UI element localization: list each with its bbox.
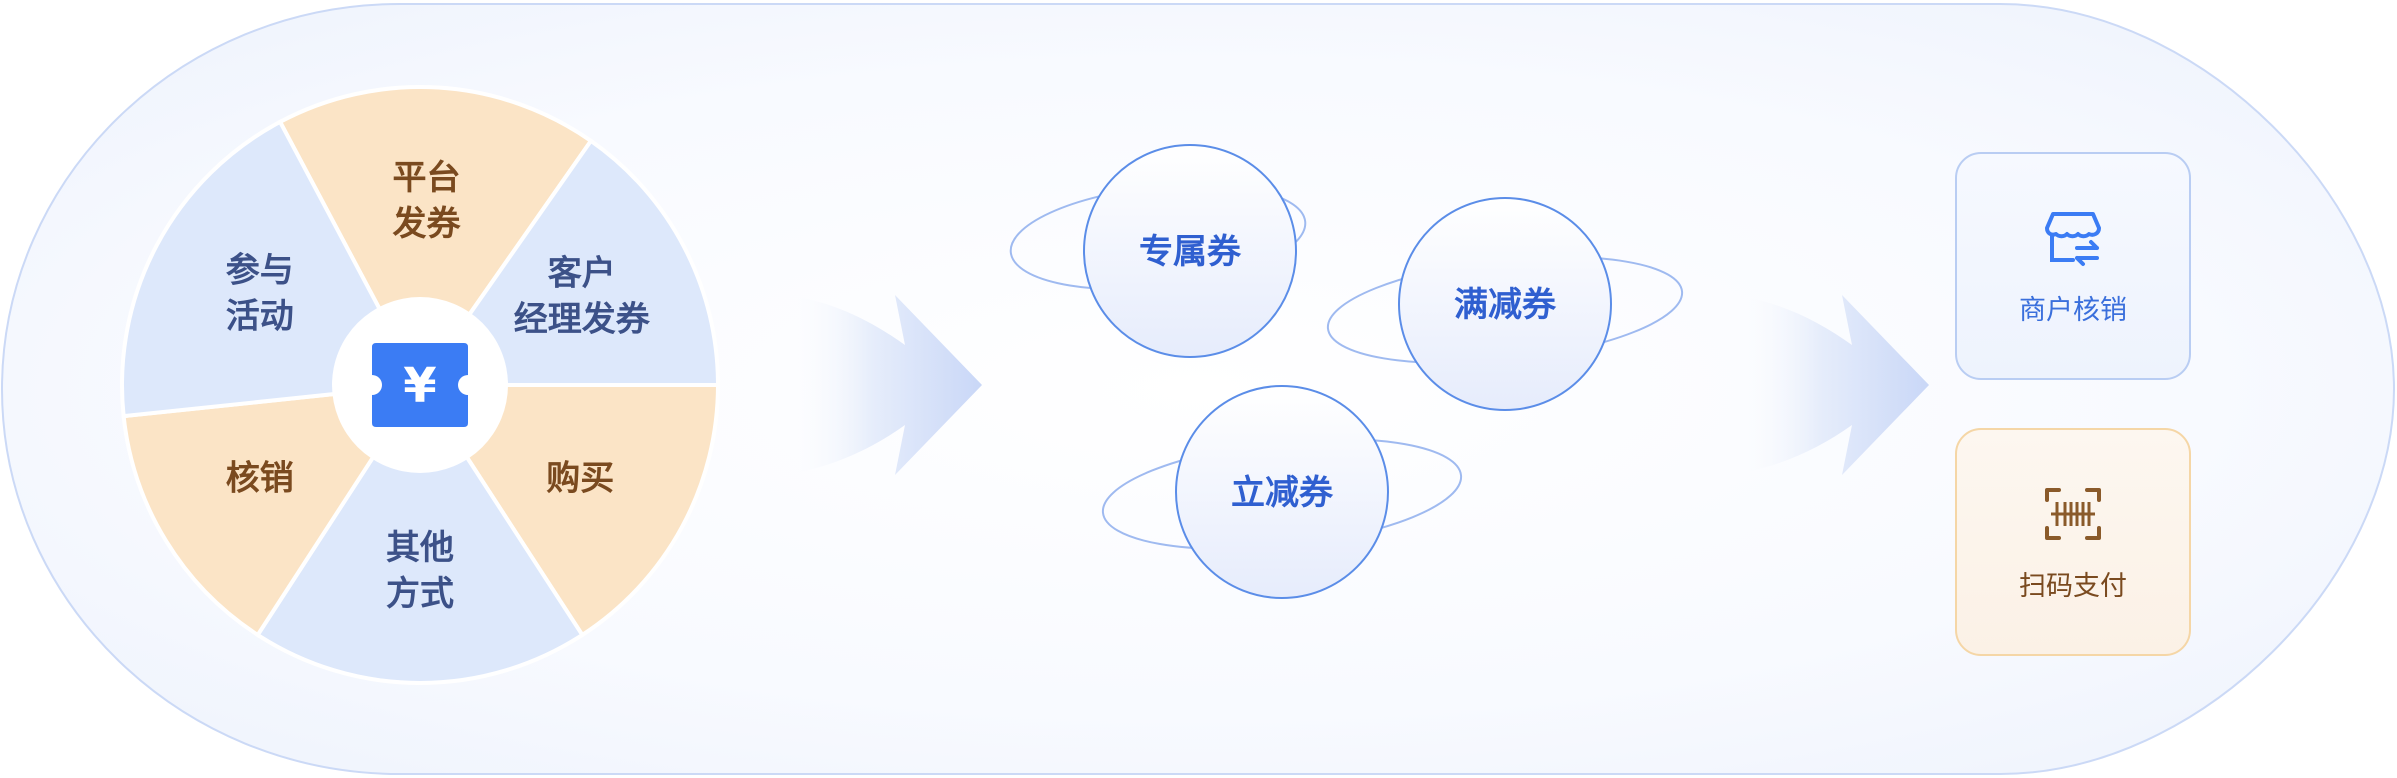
yuan-symbol: ¥ (403, 358, 436, 414)
wheel-label-purchase: 购买 (546, 459, 614, 499)
coupon-exclusive: 专属券 (1009, 144, 1307, 358)
coupon-full-reduction: 满减券 (1326, 197, 1684, 411)
planet-circle (1083, 144, 1297, 358)
planet-circle (1175, 385, 1389, 599)
wheel-label-line: 其他 (386, 528, 454, 568)
storefront-exchange-icon (2045, 211, 2101, 266)
flow-arrow-1 (783, 295, 982, 475)
wheel-label-line: 活动 (226, 297, 294, 337)
wheel-label-activity: 参与活动 (226, 251, 294, 337)
wheel-label-line: 经理发券 (514, 299, 651, 339)
wheel-segment-redeem (121, 382, 424, 638)
wheel-segment-manager (416, 138, 721, 387)
flow-arrow-2 (1730, 295, 1929, 475)
wheel-label-line: 方式 (386, 574, 454, 614)
coupon-instant-reduction: 立减券 (1101, 385, 1463, 599)
coupon-yuan-icon (372, 343, 468, 427)
planet-circle (1398, 197, 1612, 411)
wheel-label-line: 平台 (392, 158, 460, 198)
wheel-segment-other (254, 381, 586, 685)
coupon-label: 满减券 (1454, 285, 1557, 325)
wheel-label-line: 参与 (226, 251, 294, 291)
method-label: 扫码支付 (2019, 570, 2127, 602)
wheel-label-line: 购买 (546, 459, 614, 499)
wheel-segment-purchase (416, 383, 721, 638)
wheel-label-manager: 客户经理发券 (514, 253, 651, 339)
coupon-label: 专属券 (1139, 232, 1242, 272)
wheel-label-other: 其他方式 (386, 528, 454, 614)
method-label: 商户核销 (2019, 294, 2127, 326)
barcode-scan-icon (2045, 487, 2101, 540)
wheel-label-redeem: 核销 (226, 459, 294, 499)
method-card-merchant[interactable]: 商户核销 (1955, 152, 2191, 380)
coupon-label: 立减券 (1231, 473, 1334, 513)
method-card-scan[interactable]: 扫码支付 (1955, 428, 2191, 656)
wheel-segment-platform (277, 85, 594, 389)
wheel-label-line: 客户 (548, 253, 616, 293)
wheel-label-line: 核销 (226, 459, 294, 499)
wheel-label-line: 发券 (392, 204, 461, 244)
wheel-label-platform: 平台发券 (392, 158, 461, 244)
